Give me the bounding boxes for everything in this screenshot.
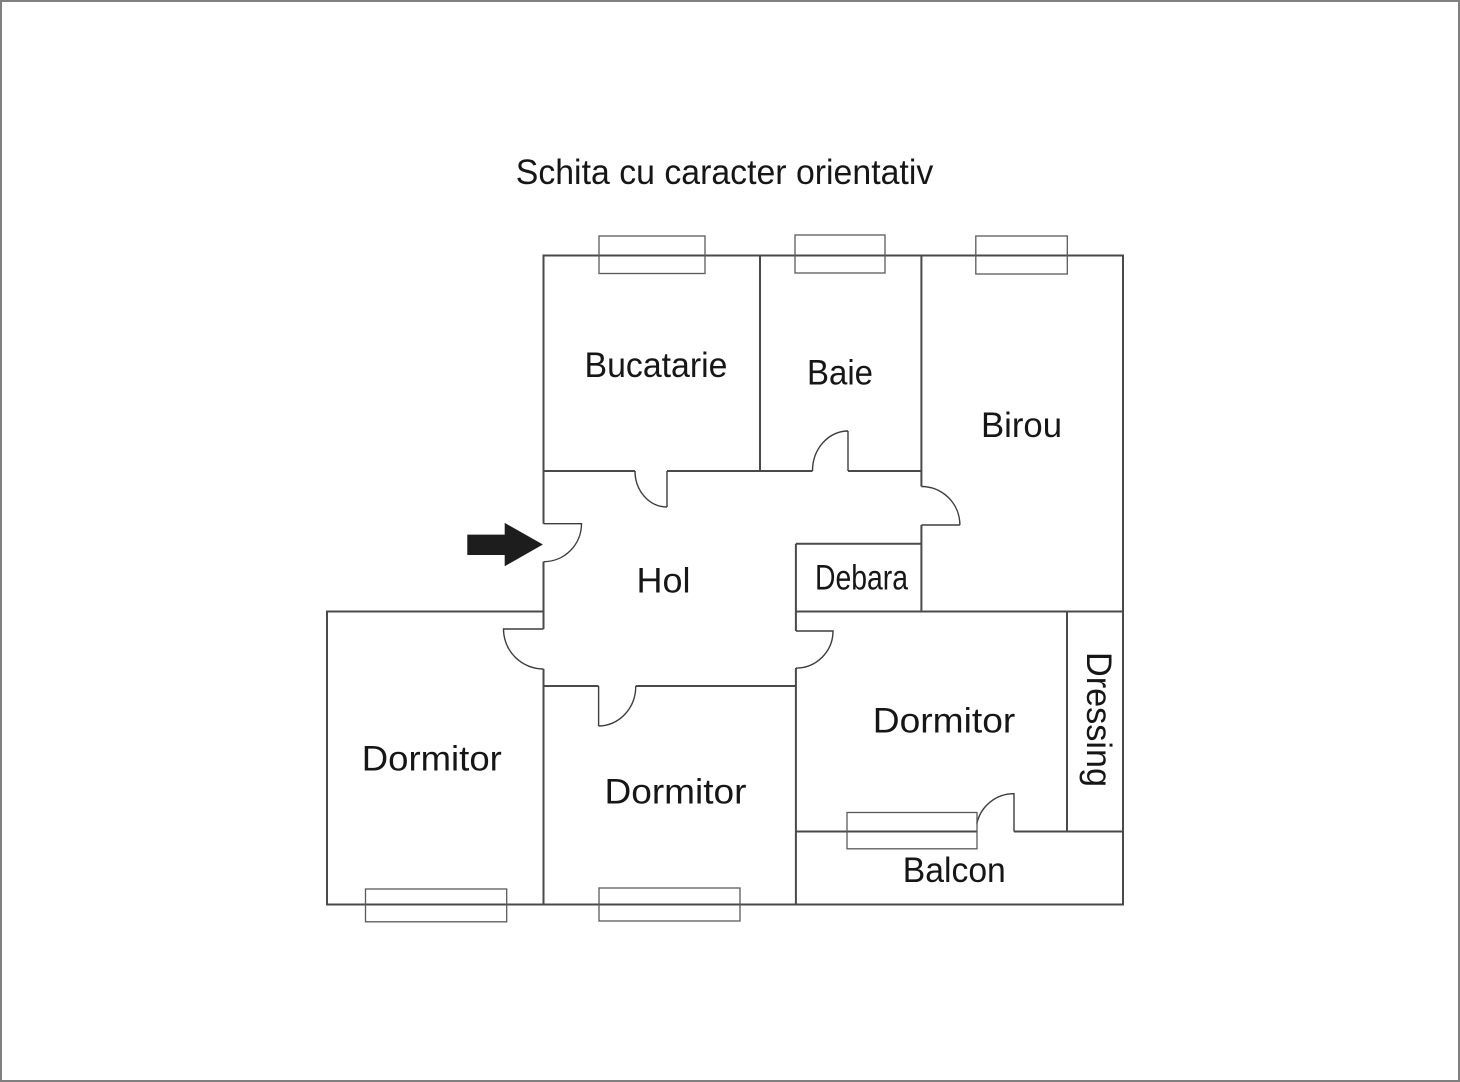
svg-text:Hol: Hol bbox=[637, 561, 691, 601]
svg-text:Dormitor: Dormitor bbox=[605, 772, 747, 812]
svg-text:Balcon: Balcon bbox=[903, 850, 1006, 890]
svg-text:Dormitor: Dormitor bbox=[873, 701, 1016, 741]
svg-text:Debara: Debara bbox=[815, 558, 908, 598]
svg-text:Baie: Baie bbox=[807, 352, 873, 392]
svg-text:Bucatarie: Bucatarie bbox=[585, 345, 728, 385]
svg-text:Birou: Birou bbox=[981, 405, 1062, 445]
svg-text:Schita cu caracter orientativ: Schita cu caracter orientativ bbox=[516, 152, 934, 192]
svg-text:Dressing: Dressing bbox=[1079, 652, 1119, 787]
svg-text:Dormitor: Dormitor bbox=[362, 739, 502, 779]
